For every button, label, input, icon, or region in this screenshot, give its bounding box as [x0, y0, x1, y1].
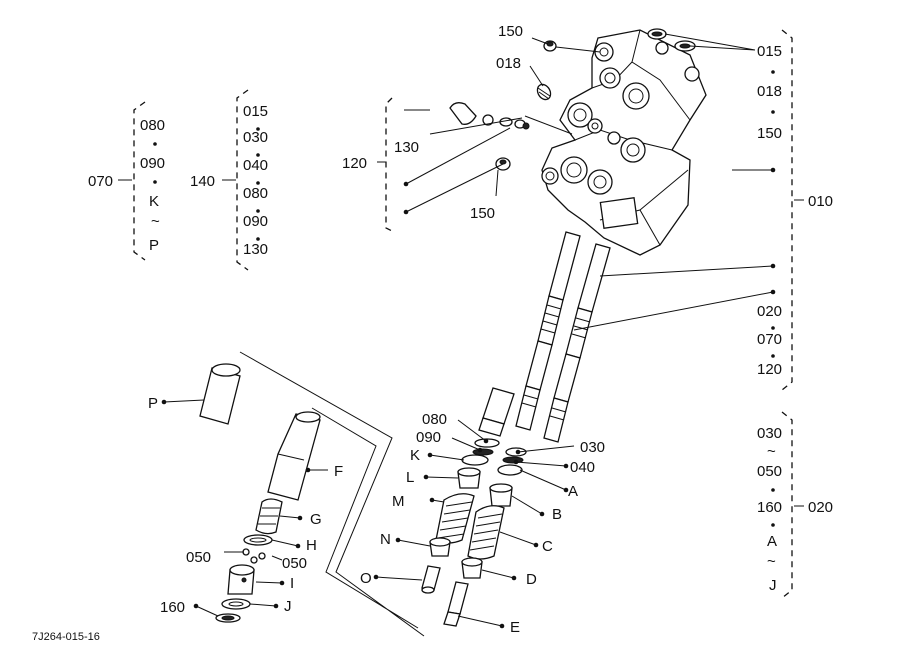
brackets [118, 29, 804, 599]
group-140-main: 140 [190, 173, 215, 190]
label-O: O [360, 570, 372, 587]
label-K: K [410, 447, 420, 464]
label-160: 160 [160, 599, 185, 616]
washer-160 [215, 613, 241, 623]
group-020-main: 020 [808, 499, 833, 516]
group-070-item: K [149, 193, 159, 210]
group-140-item: 080 [243, 185, 268, 202]
plug-130 [449, 102, 530, 130]
group-140-item: 090 [243, 213, 268, 230]
group-010-item: 070 [757, 331, 782, 348]
block-I [227, 564, 255, 595]
figure-caption: 7J264-015-16 [32, 631, 100, 643]
tilde: ~ [767, 553, 776, 570]
leader-lines [163, 33, 774, 627]
group-140-item: 015 [243, 103, 268, 120]
group-010-main: 010 [808, 193, 833, 210]
group-020-item: 050 [757, 463, 782, 480]
plug-150-top [543, 40, 557, 52]
spring-G [255, 498, 283, 535]
label-090: 090 [416, 429, 441, 446]
pin-O [421, 565, 441, 594]
group-020-item: J [769, 577, 777, 594]
group-010-item: 018 [757, 83, 782, 100]
label-M: M [392, 493, 405, 510]
group-020-item: A [767, 533, 777, 550]
group-120-main: 120 [342, 155, 367, 172]
tilde: ~ [151, 213, 160, 230]
leader-dots [161, 167, 776, 629]
label-D: D [526, 571, 537, 588]
spring-C [467, 505, 505, 560]
label-130: 130 [394, 139, 419, 156]
label-050-right: 050 [282, 555, 307, 572]
label-050-left: 050 [186, 549, 211, 566]
housing-F [267, 411, 321, 501]
pin-E [443, 581, 469, 627]
label-P: P [148, 395, 158, 412]
tilde: ~ [767, 443, 776, 460]
group-140-item: 030 [243, 129, 268, 146]
group-070-main: 070 [88, 173, 113, 190]
group-070-item: P [149, 237, 159, 254]
label-F: F [334, 463, 343, 480]
group-070-item: 080 [140, 117, 165, 134]
group-010-item: 015 [757, 43, 782, 60]
screw-018 [536, 83, 552, 101]
group-140-item: 040 [243, 157, 268, 174]
spool-left [515, 231, 581, 431]
label-H: H [306, 537, 317, 554]
label-040: 040 [570, 459, 595, 476]
valve-body [541, 29, 707, 256]
group-140-item: 130 [243, 241, 268, 258]
group-010-item: 120 [757, 361, 782, 378]
group-020-item: 160 [757, 499, 782, 516]
group-070-item: 090 [140, 155, 165, 172]
label-N: N [380, 531, 391, 548]
label-150-mid: 150 [470, 205, 495, 222]
ring-H [243, 534, 273, 546]
seals-015-top [647, 28, 696, 52]
seat-D [461, 557, 483, 579]
label-018: 018 [496, 55, 521, 72]
label-150-top: 150 [498, 23, 523, 40]
label-I: I [290, 575, 294, 592]
label-080: 080 [422, 411, 447, 428]
label-A: A [568, 483, 578, 500]
group-020-item: 030 [757, 425, 782, 442]
label-J: J [284, 598, 292, 615]
cap-P [199, 363, 241, 425]
label-C: C [542, 538, 553, 555]
seat-N [429, 537, 451, 557]
collar-L [457, 467, 481, 489]
balls-050 [242, 548, 266, 564]
spool-right [543, 243, 611, 443]
washer-J [221, 598, 251, 610]
label-030: 030 [580, 439, 605, 456]
label-B: B [552, 506, 562, 523]
label-G: G [310, 511, 322, 528]
group-010-item: 150 [757, 125, 782, 142]
spool-left-end [478, 387, 515, 437]
label-E: E [510, 619, 520, 636]
wire-frame [239, 351, 425, 637]
label-L: L [406, 469, 414, 486]
collar-B [489, 483, 513, 507]
group-010-item: 020 [757, 303, 782, 320]
